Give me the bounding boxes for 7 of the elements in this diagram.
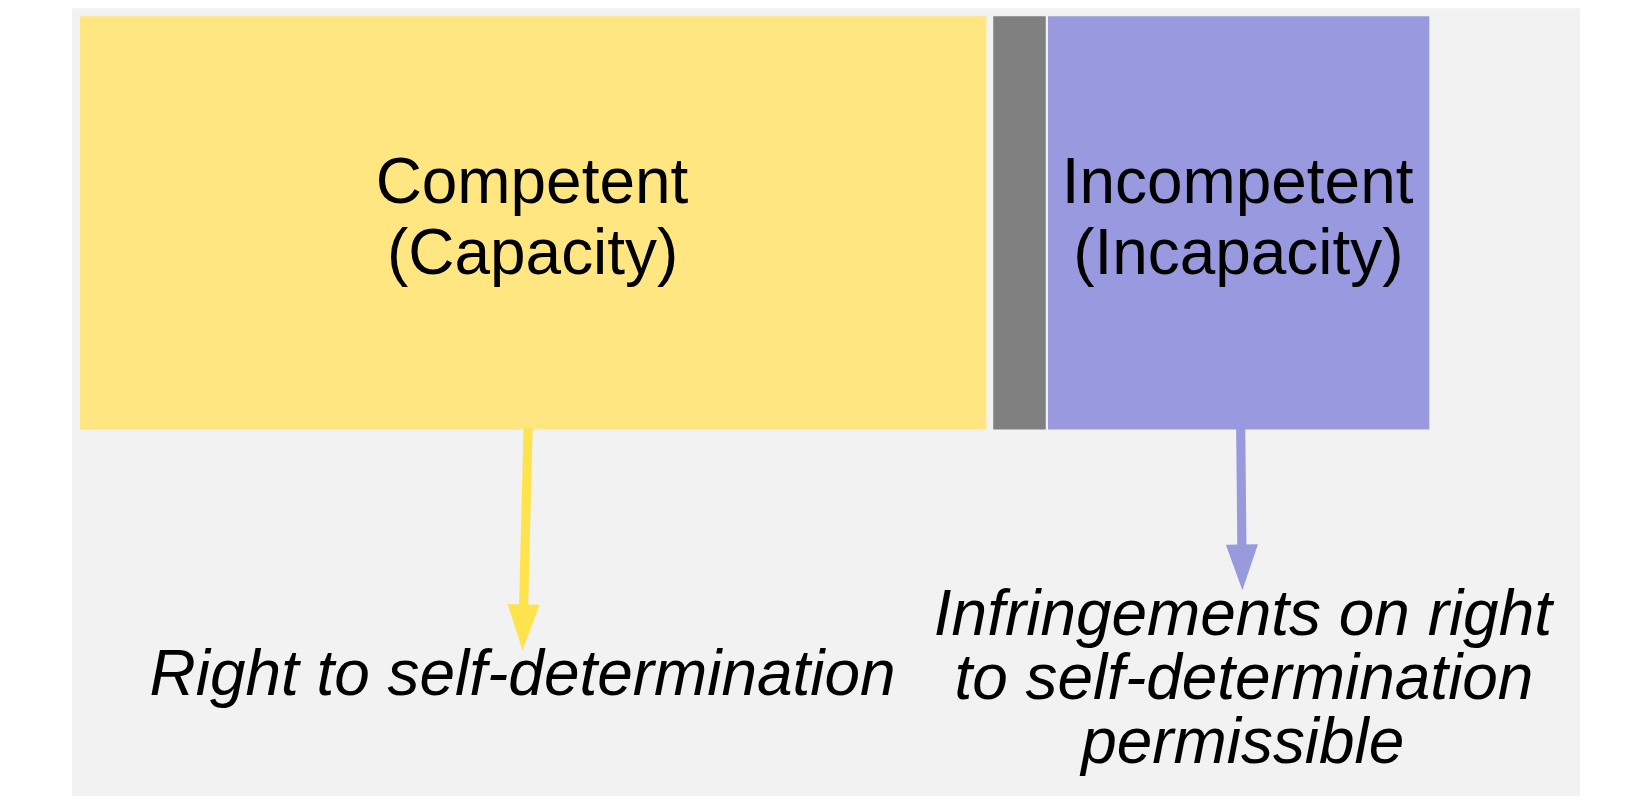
node-text: Right to self-determination [149,637,896,710]
node-bar [993,16,1046,430]
arrow [507,428,540,651]
node-box: Incompetent (Incapacity) [1048,16,1430,430]
arrow [1225,428,1258,591]
node-box: Competent (Capacity) [80,16,987,430]
node-text: Infringements on right to self-determination permissible [933,576,1552,777]
